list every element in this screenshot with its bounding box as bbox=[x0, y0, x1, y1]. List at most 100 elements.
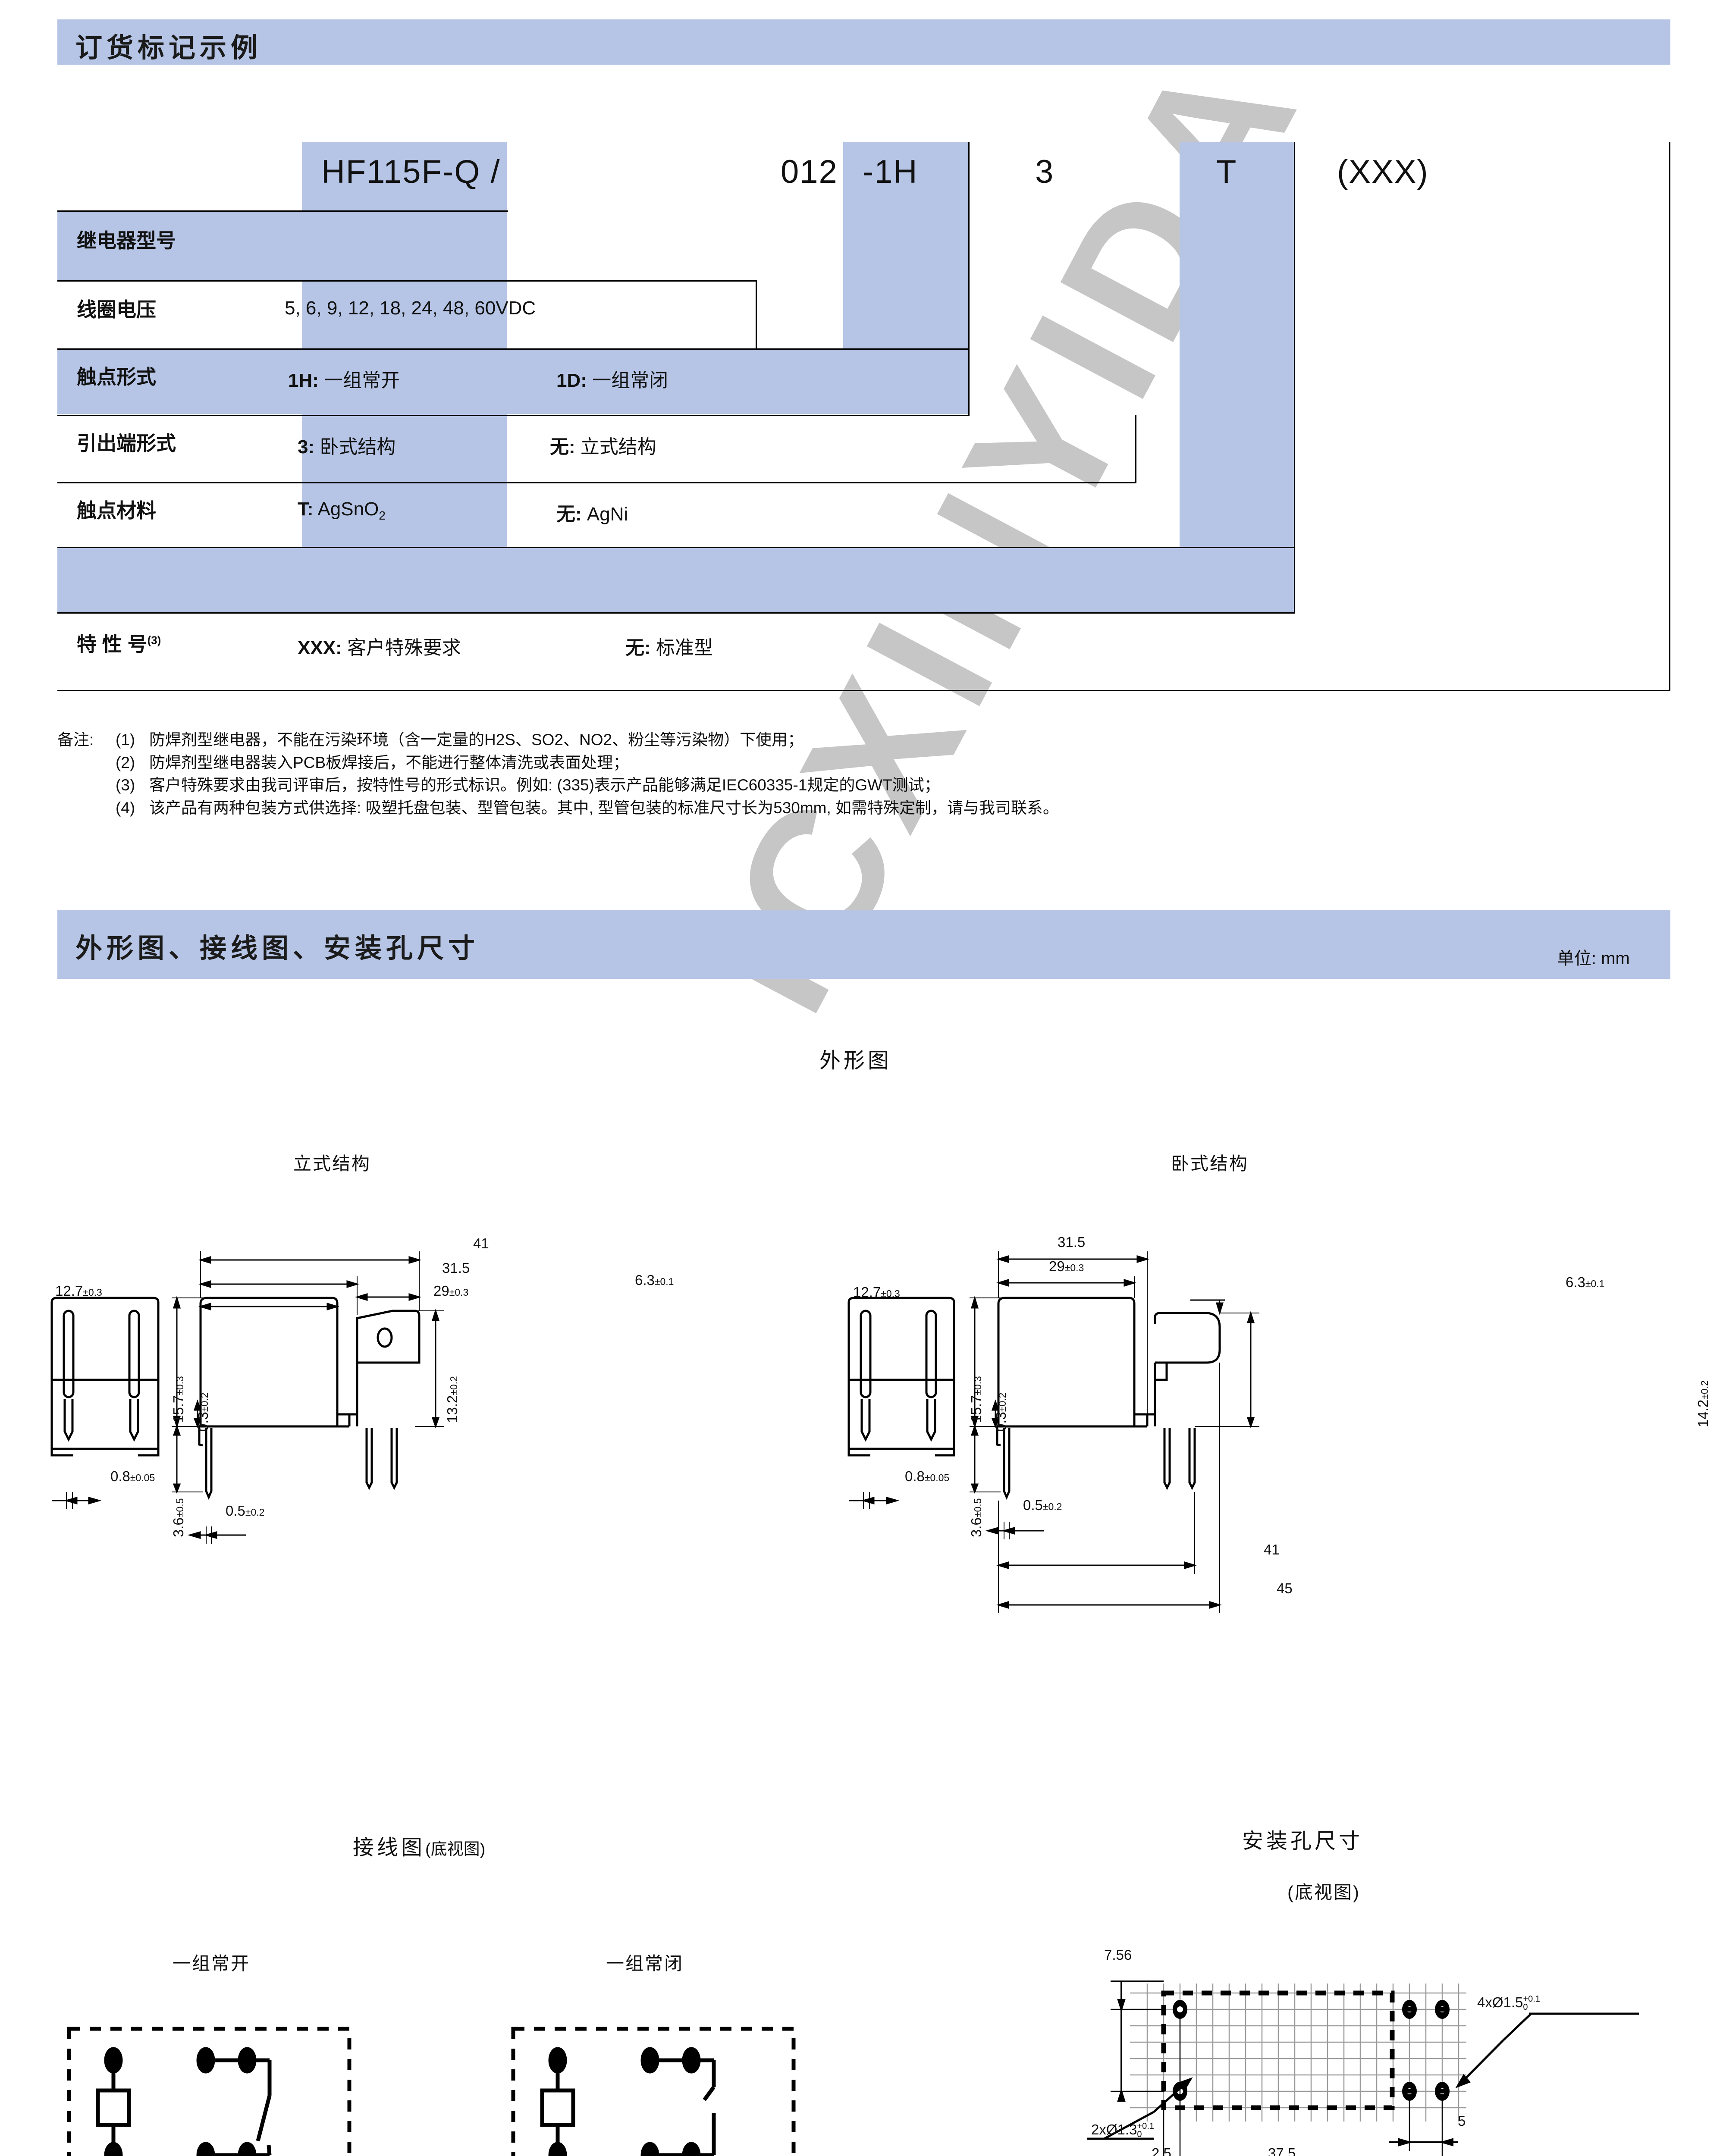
terminal-code-none: 无: bbox=[550, 436, 575, 458]
dim-val-hole-small: 2xØ1.3 bbox=[1091, 2122, 1137, 2137]
step-vline-voltage bbox=[756, 280, 757, 348]
row-rule-1 bbox=[57, 280, 756, 282]
ordering-note-1-text: 防焊剂型继电器，不能在污染环境（含一定量的H2S、SO2、NO2、粉尘等污染物）… bbox=[149, 731, 804, 749]
mounting-diagram-subtitle: (底视图) bbox=[1287, 1882, 1360, 1902]
row-label-coil-voltage: 线圈电压 bbox=[77, 298, 156, 321]
dim-right-pinthk-0-5: 0.5±0.2 bbox=[1023, 1497, 1062, 1514]
dim-r-tol-0-3: ±0.2 bbox=[997, 1392, 1008, 1412]
dim-val-13-2: 13.2 bbox=[444, 1395, 460, 1423]
ordering-note-4: (4)该产品有两种包装方式供选择: 吸塑托盘包装、型管包装。其中, 型管包装的标… bbox=[57, 797, 1059, 820]
dim-val-0-8: 0.8 bbox=[110, 1468, 130, 1484]
dim-tol-0-5: ±0.2 bbox=[245, 1507, 265, 1518]
row-value-feature-none: 无: 标准型 bbox=[625, 632, 713, 660]
dim-right-pinlen-3-6: 3.6±0.5 bbox=[968, 1498, 985, 1537]
ordering-note-3-num: (3) bbox=[116, 776, 135, 794]
dim-r-tol-3-6: ±0.5 bbox=[972, 1498, 983, 1518]
outline-drawing-title: 外形图 bbox=[819, 1049, 892, 1072]
ordering-note-4-num: (4) bbox=[116, 799, 135, 817]
step-vline-feature bbox=[1669, 142, 1670, 691]
row-label-model: 继电器型号 bbox=[77, 229, 176, 252]
material-desc-none: AgNi bbox=[587, 504, 628, 525]
dim-r-tol-15-7: ±0.3 bbox=[972, 1376, 983, 1395]
material-code-none: 无: bbox=[556, 504, 582, 525]
table-bottom-rule bbox=[57, 690, 1670, 691]
code-part-model: HF115F-Q / bbox=[321, 154, 501, 190]
material-code-t: T: bbox=[298, 498, 314, 520]
dim-val-0-5: 0.5 bbox=[226, 1503, 245, 1519]
row-label-feature-code: 特 性 号(3) bbox=[77, 629, 161, 657]
outline-left-drawing bbox=[50, 1251, 444, 1544]
dim-left-tab-6-3: 6.3±0.1 bbox=[635, 1272, 674, 1288]
dim-hole-large-tol-dn: 0 bbox=[1523, 2002, 1528, 2012]
row-label-terminal-form: 引出端形式 bbox=[77, 432, 176, 454]
step-vline-contact bbox=[968, 142, 970, 415]
dim-hole-small-tol-dn: 0 bbox=[1137, 2130, 1142, 2140]
dim-val-12-7: 12.7 bbox=[55, 1283, 83, 1299]
row-value-contact-1d-code: 1D: 一组常闭 bbox=[556, 365, 668, 392]
dim-right-tab-6-3: 6.3±0.1 bbox=[1566, 1274, 1604, 1291]
dim-left-standoff-0-3: 0.3±0.2 bbox=[195, 1393, 211, 1432]
ordering-note-2-num: (2) bbox=[116, 753, 135, 771]
dim-r-val-6-3: 6.3 bbox=[1566, 1274, 1585, 1290]
dim-val-6-3: 6.3 bbox=[635, 1272, 655, 1288]
section-header-bar-ordering bbox=[57, 19, 1670, 65]
row-value-coil-voltage: 5, 6, 9, 12, 18, 24, 48, 60VDC bbox=[285, 298, 536, 319]
code-part-feature: (XXX) bbox=[1337, 154, 1429, 190]
code-part-voltage: 012 bbox=[781, 154, 838, 190]
dim-r-val-0-5: 0.5 bbox=[1023, 1497, 1043, 1513]
dim-r-tol-14-2: ±0.2 bbox=[1699, 1380, 1710, 1400]
dim-r-val-14-2: 14.2 bbox=[1695, 1399, 1711, 1427]
outline-left-view-label: 立式结构 bbox=[293, 1153, 371, 1174]
feature-code-none: 无: bbox=[625, 637, 651, 658]
dim-val-0-3: 0.3 bbox=[195, 1412, 211, 1432]
row-label-feature-code-sup: (3) bbox=[147, 633, 161, 647]
dim-r-val-3-6: 3.6 bbox=[968, 1517, 984, 1537]
outline-right-drawing bbox=[847, 1251, 1259, 1613]
dim-tol-0-3: ±0.2 bbox=[199, 1392, 210, 1412]
dim-right-body-31-5: 31.5 bbox=[1058, 1234, 1086, 1250]
terminal-desc-3: 卧式结构 bbox=[320, 436, 396, 458]
dim-right-pin-width: 0.8±0.05 bbox=[905, 1468, 949, 1485]
dim-mount-7-56: 7.56 bbox=[1104, 1947, 1132, 1963]
dim-tol-6-3: ±0.1 bbox=[654, 1276, 674, 1287]
dim-r-tol-0-5: ±0.2 bbox=[1042, 1501, 1062, 1512]
dim-tol-12-7: ±0.3 bbox=[83, 1287, 102, 1298]
dim-r-val-15-7: 15.7 bbox=[968, 1395, 984, 1423]
dim-mount-hole-large: 4xØ1.5 +0.1 0 bbox=[1477, 1994, 1540, 2012]
wiring-diagram-no bbox=[67, 2027, 352, 2156]
contact-desc-1d: 一组常闭 bbox=[592, 370, 668, 391]
dim-right-45: 45 bbox=[1277, 1580, 1293, 1596]
row-label-contact-form: 触点形式 bbox=[77, 366, 156, 388]
dim-left-tabh-13-2: 13.2±0.2 bbox=[444, 1376, 461, 1423]
code-part-material: T bbox=[1216, 154, 1237, 190]
row-value-feature-xxx: XXX: 客户特殊要求 bbox=[298, 632, 461, 660]
dim-right-inner-29: 29±0.3 bbox=[1049, 1258, 1084, 1275]
dim-r-tol-0-8: ±0.05 bbox=[924, 1472, 950, 1483]
dim-r-val-12-7: 12.7 bbox=[853, 1284, 881, 1300]
row-rule-3 bbox=[57, 415, 970, 416]
ordering-note-1-num: (1) bbox=[116, 731, 135, 749]
contact-code-1h: 1H: bbox=[288, 370, 319, 391]
dim-left-body-31-5: 31.5 bbox=[442, 1260, 470, 1276]
row-fill-model bbox=[57, 211, 507, 280]
mounting-hole-drawing bbox=[1087, 1981, 1639, 2156]
dim-left-pin-width: 0.8±0.05 bbox=[110, 1468, 155, 1485]
row-label-feature-code-text: 特 性 号 bbox=[77, 633, 148, 655]
ordering-note-3-text: 客户特殊要求由我司评审后，按特性号的形式标识。例如: (335)表示产品能够满足… bbox=[149, 776, 940, 794]
dim-right-height-15-7: 15.7±0.3 bbox=[968, 1376, 985, 1423]
wiring-diagram-title: 接线图(底视图) bbox=[353, 1830, 485, 1861]
step-vline-material bbox=[1294, 142, 1295, 613]
contact-code-1d: 1D: bbox=[556, 370, 587, 391]
dim-tol-29: ±0.3 bbox=[449, 1287, 469, 1298]
dim-mount-37-5: 37.5 bbox=[1268, 2145, 1296, 2156]
section-title-outline: 外形图、接线图、安装孔尺寸 bbox=[75, 934, 480, 963]
section-header-bar-outline bbox=[57, 910, 1670, 979]
row-value-terminal-none: 无: 立式结构 bbox=[550, 431, 656, 459]
contact-desc-1h: 一组常开 bbox=[324, 370, 400, 391]
wiring-title-main: 接线图 bbox=[353, 1836, 426, 1859]
dim-tol-13-2: ±0.2 bbox=[448, 1376, 459, 1395]
dim-r-val-0-3: 0.3 bbox=[993, 1412, 1009, 1432]
dim-right-tabh-14-2: 14.2±0.2 bbox=[1695, 1380, 1711, 1427]
dim-hole-large-tol-up: +0.1 bbox=[1523, 1994, 1540, 2004]
section-title-ordering: 订货标记示例 bbox=[75, 33, 262, 63]
